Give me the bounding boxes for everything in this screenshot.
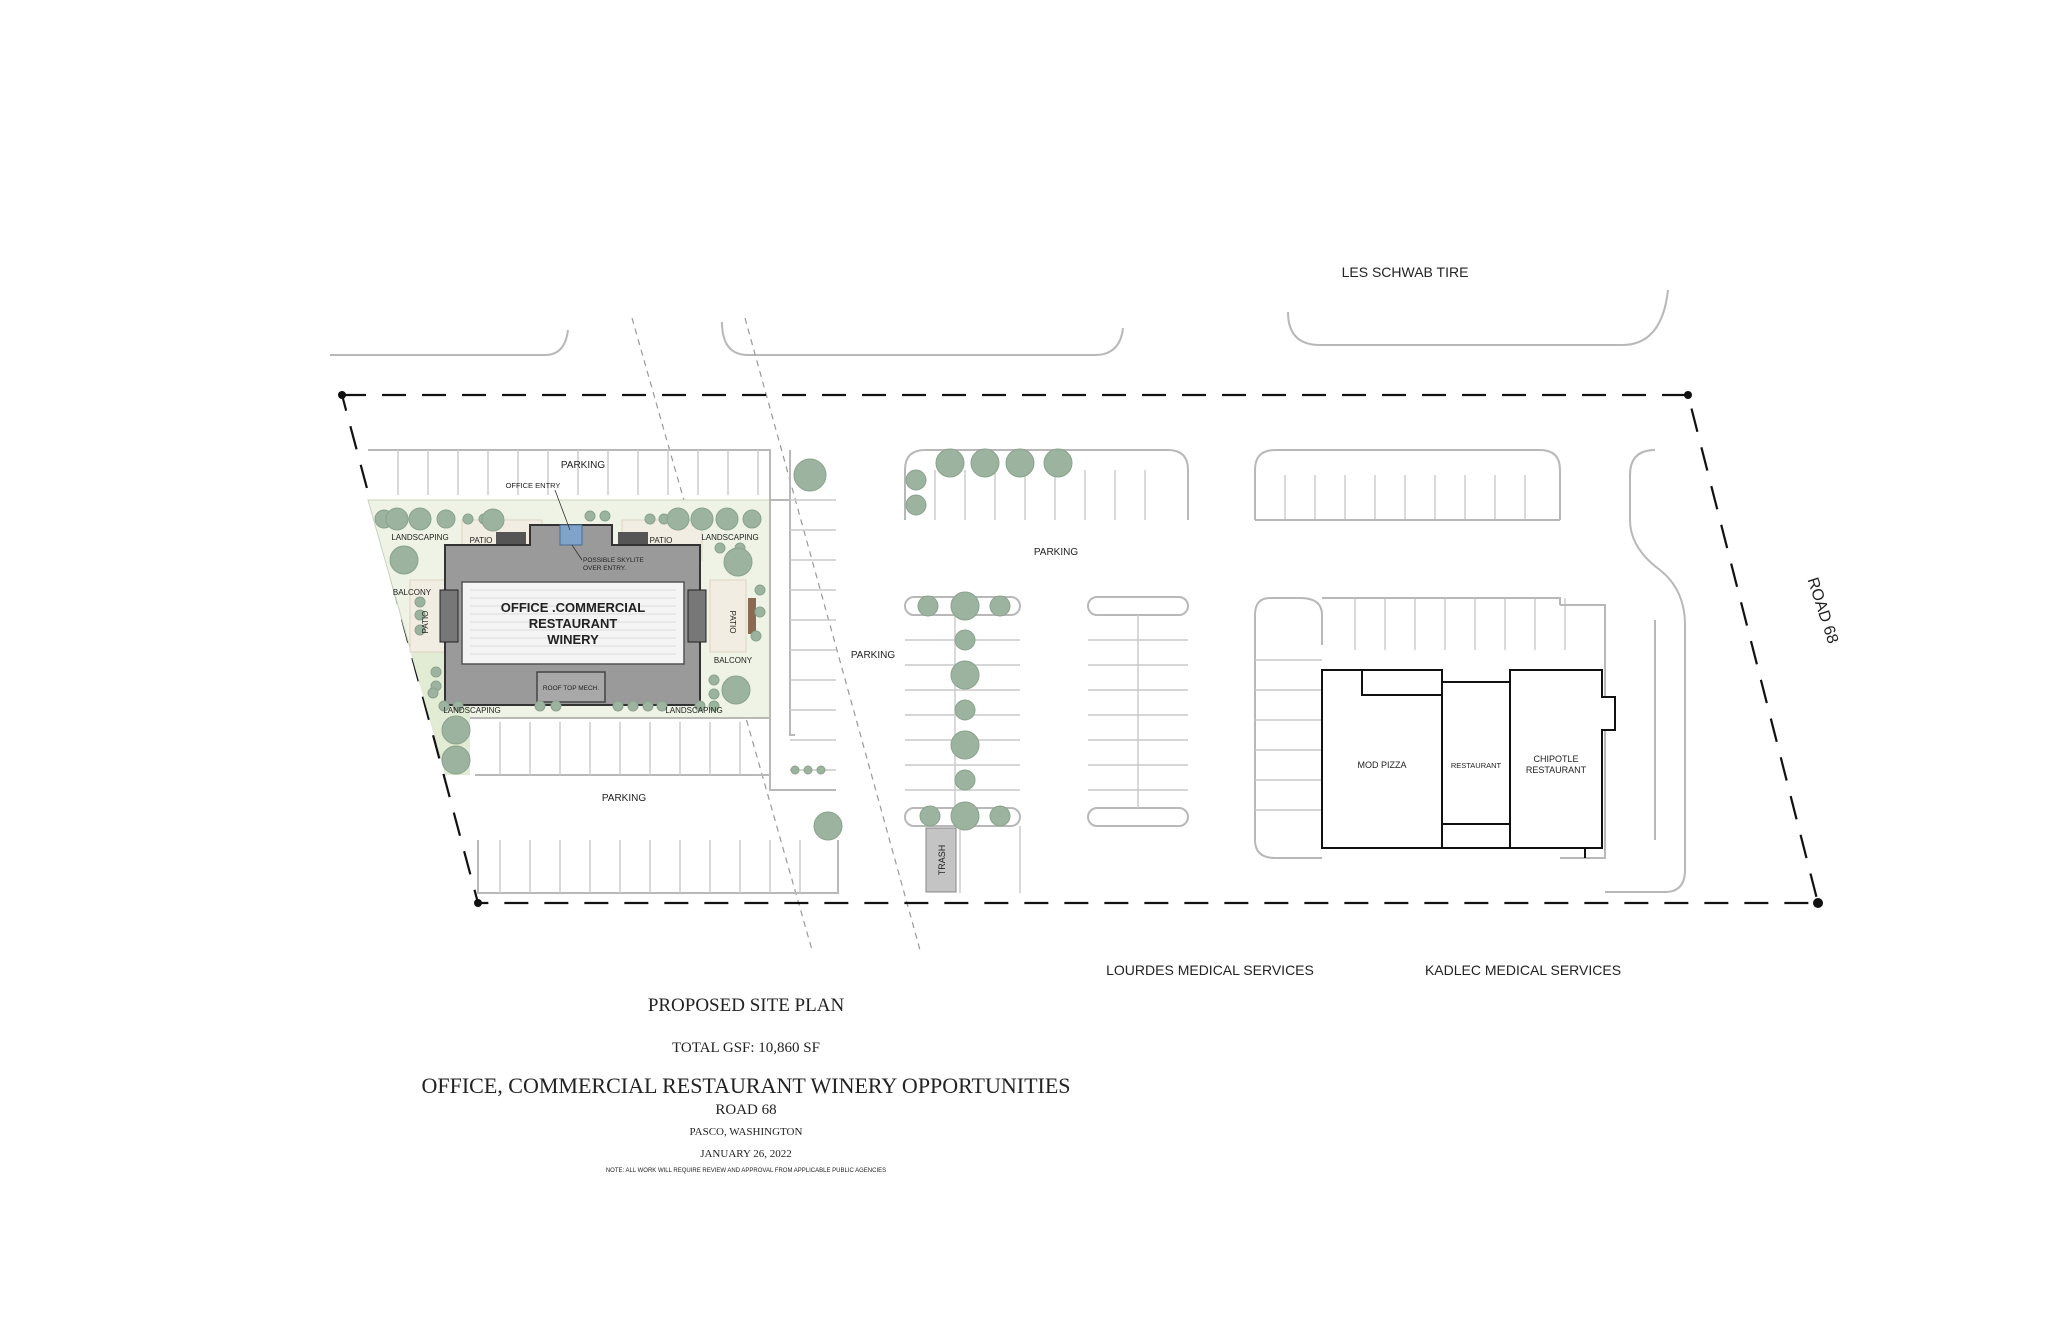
project-date: JANUARY 26, 2022 [700,1148,792,1160]
label-landscaping-sw: LANDSCAPING [443,706,500,715]
plan-labels: LES SCHWAB TIRE ROAD 68 LOURDES MEDICAL … [391,264,1841,978]
parking-right-front [1254,597,1606,859]
building-label-1: OFFICE .COMMERCIAL [501,600,645,615]
label-trash: TRASH [937,845,947,876]
label-patio-ne: PATIO [650,536,673,545]
building-label-3: WINERY [547,632,599,647]
project-city: PASCO, WASHINGTON [690,1126,803,1138]
label-parking-bottom: PARKING [602,793,646,804]
label-restaurant: RESTAURANT [1451,761,1502,770]
label-parking-top-left: PARKING [561,460,605,471]
title-block: PROPOSED SITE PLAN TOTAL GSF: 10,860 SF … [421,995,1070,1174]
label-landscaping-se: LANDSCAPING [665,706,722,715]
parking-left-top [368,449,771,500]
parking-center-right [1087,596,1189,827]
parking-right-top [1254,449,1561,521]
label-patio-e: PATIO [728,611,737,634]
total-gsf: TOTAL GSF: 10,860 SF [672,1040,820,1056]
label-roof-mech: ROOF TOP MECH. [543,685,600,692]
drive-aisle-east [1605,449,1686,893]
label-balcony-w: BALCONY [393,588,432,597]
office-building [439,524,756,706]
label-kadlec: KADLEC MEDICAL SERVICES [1425,962,1621,978]
label-lourdes: LOURDES MEDICAL SERVICES [1106,962,1314,978]
label-landscaping-nw: LANDSCAPING [391,533,448,542]
parking-left-column [769,450,836,791]
label-office-entry: OFFICE ENTRY [506,481,561,490]
label-les-schwab: LES SCHWAB TIRE [1342,264,1469,280]
parking-center-top [904,449,1189,520]
trees [374,448,1073,841]
label-skylite-1: POSSIBLE SKYLITE [583,557,644,564]
offsite-curbs [330,289,1669,951]
label-road-68: ROAD 68 [1804,575,1841,645]
label-patio-nw: PATIO [470,536,493,545]
label-skylite-2: OVER ENTRY. [583,565,626,572]
trash-enclosure [925,827,957,893]
label-chipotle-2: RESTAURANT [1526,765,1587,775]
property-boundary [338,391,1823,908]
skylite [559,524,583,546]
parking-left-bottom [470,717,839,894]
label-parking-center: PARKING [1034,547,1078,558]
label-chipotle-1: CHIPOTLE [1533,754,1578,764]
project-road: ROAD 68 [715,1102,776,1118]
label-patio-w: PATIO [421,611,430,634]
building-label-2: RESTAURANT [529,616,618,631]
project-note: NOTE: ALL WORK WILL REQUIRE REVIEW AND A… [606,1168,886,1174]
project-title: OFFICE, COMMERCIAL RESTAURANT WINERY OPP… [421,1073,1070,1098]
label-parking-strip: PARKING [851,650,895,661]
label-mod-pizza: MOD PIZZA [1358,760,1407,770]
label-landscaping-ne: LANDSCAPING [701,533,758,542]
retail-building [1321,669,1616,858]
plan-title: PROPOSED SITE PLAN [648,995,845,1016]
label-balcony-e: BALCONY [714,656,753,665]
